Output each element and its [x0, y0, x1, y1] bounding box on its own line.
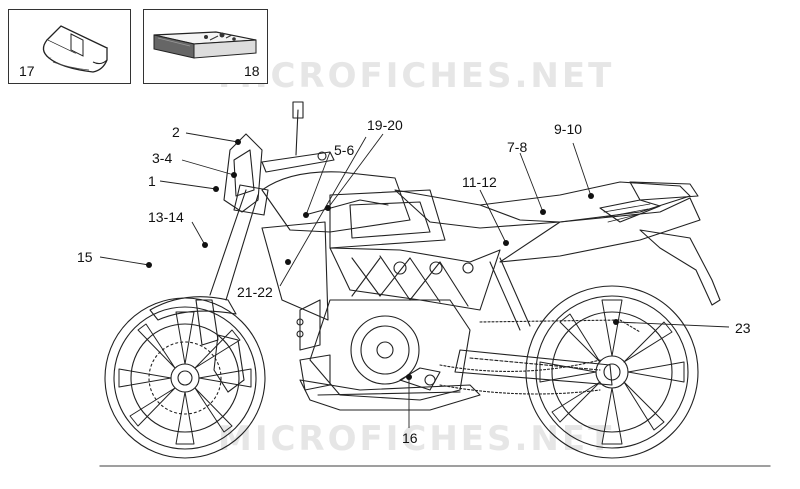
- callout-3-4[interactable]: 3-4: [152, 150, 172, 166]
- callout-9-10[interactable]: 9-10: [554, 121, 582, 137]
- watermark-top: MICROFICHES.NET: [218, 56, 615, 96]
- manual-booklet-icon: [153, 31, 257, 59]
- callout-16[interactable]: 16: [402, 430, 418, 446]
- callout-21-22[interactable]: 21-22: [237, 284, 273, 300]
- callout-19-20[interactable]: 19-20: [367, 117, 403, 133]
- kit-box-label: 18: [244, 63, 260, 79]
- callout-15[interactable]: 15: [77, 249, 93, 265]
- callout-1[interactable]: 1: [148, 173, 156, 189]
- watermark-bottom: MICROFICHES.NET: [218, 419, 615, 459]
- callout-7-8[interactable]: 7-8: [507, 139, 527, 155]
- kit-box-label: 17: [19, 63, 35, 79]
- callout-23[interactable]: 23: [735, 320, 751, 336]
- rolled-fabric-icon: [42, 25, 109, 73]
- callout-11-12[interactable]: 11-12: [462, 174, 497, 190]
- kit-box-18[interactable]: 18: [143, 9, 268, 84]
- callout-13-14[interactable]: 13-14: [148, 209, 184, 225]
- kit-box-17[interactable]: 17: [8, 9, 131, 84]
- callout-5-6[interactable]: 5-6: [334, 142, 354, 158]
- callout-2[interactable]: 2: [172, 124, 180, 140]
